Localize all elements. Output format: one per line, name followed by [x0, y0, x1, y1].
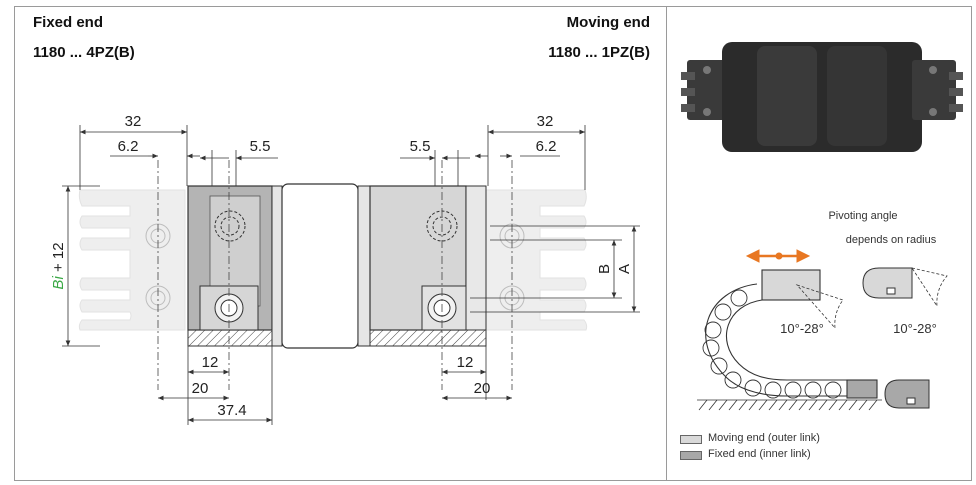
fixed-end-title: Fixed end — [33, 14, 104, 31]
bi-suffix: + 12 — [50, 242, 67, 276]
angle-left-label: 10°-28° — [780, 321, 824, 336]
dim-right-6-2: 6.2 — [536, 138, 557, 155]
legend-fixed-end: Fixed end (inner link) — [708, 448, 811, 460]
dim-a: A — [616, 264, 633, 274]
product-photo — [681, 42, 963, 152]
legend-swatch-moving — [680, 435, 702, 444]
orange-double-arrow-icon — [745, 249, 811, 263]
dim-left-20: 20 — [192, 380, 209, 397]
left-chain-silhouette — [78, 189, 186, 331]
bi-variable: Bi — [50, 276, 67, 290]
single-fixed-end — [884, 379, 930, 409]
moving-end-part-number: 1180 ... 1PZ(B) — [548, 44, 650, 61]
top-dimension-lines — [79, 125, 586, 190]
dim-bi-plus-12: Bi + 12 — [50, 242, 67, 289]
legend-moving-end: Moving end (outer link) — [708, 432, 820, 444]
center-lines — [157, 160, 513, 390]
dim-right-20: 20 — [474, 380, 491, 397]
right-chain-silhouette — [484, 189, 588, 331]
dim-b: B — [596, 264, 613, 274]
panel-divider — [666, 6, 667, 481]
a-b-dimension-lines — [470, 225, 640, 313]
fixed-end-part-number: 1180 ... 4PZ(B) — [33, 44, 135, 61]
dim-left-5-5: 5.5 — [250, 138, 271, 155]
dim-left-12: 12 — [202, 354, 219, 371]
ground-hatching — [697, 399, 882, 411]
pivot-text-line1: Pivoting angle — [828, 210, 897, 222]
technical-drawing: 32 6.2 5.5 5.5 32 6.2 Bi + 12 B A 12 20 … — [50, 113, 640, 425]
dim-right-5-5: 5.5 — [410, 138, 431, 155]
dim-right-12: 12 — [457, 354, 474, 371]
single-moving-end — [862, 267, 948, 307]
dim-left-37-4: 37.4 — [217, 402, 246, 419]
pivot-text-line2: depends on radius — [846, 234, 937, 246]
bottom-dimension-lines — [158, 346, 512, 425]
legend-swatch-fixed — [680, 451, 702, 460]
dim-right-32: 32 — [537, 113, 554, 130]
moving-end-bracket — [369, 185, 487, 347]
fixed-end-bracket — [187, 185, 273, 347]
center-chain-link — [271, 183, 371, 349]
moving-end-title: Moving end — [566, 14, 650, 31]
right-panel-illustration: Pivoting angle depends on radius 10°-28°… — [681, 42, 963, 411]
drawing-frame — [14, 6, 972, 481]
angle-right-label: 10°-28° — [893, 321, 937, 336]
chain-links — [702, 289, 842, 399]
dim-left-32: 32 — [125, 113, 142, 130]
height-dimension-bi — [62, 185, 100, 347]
dim-left-6-2: 6.2 — [118, 138, 139, 155]
